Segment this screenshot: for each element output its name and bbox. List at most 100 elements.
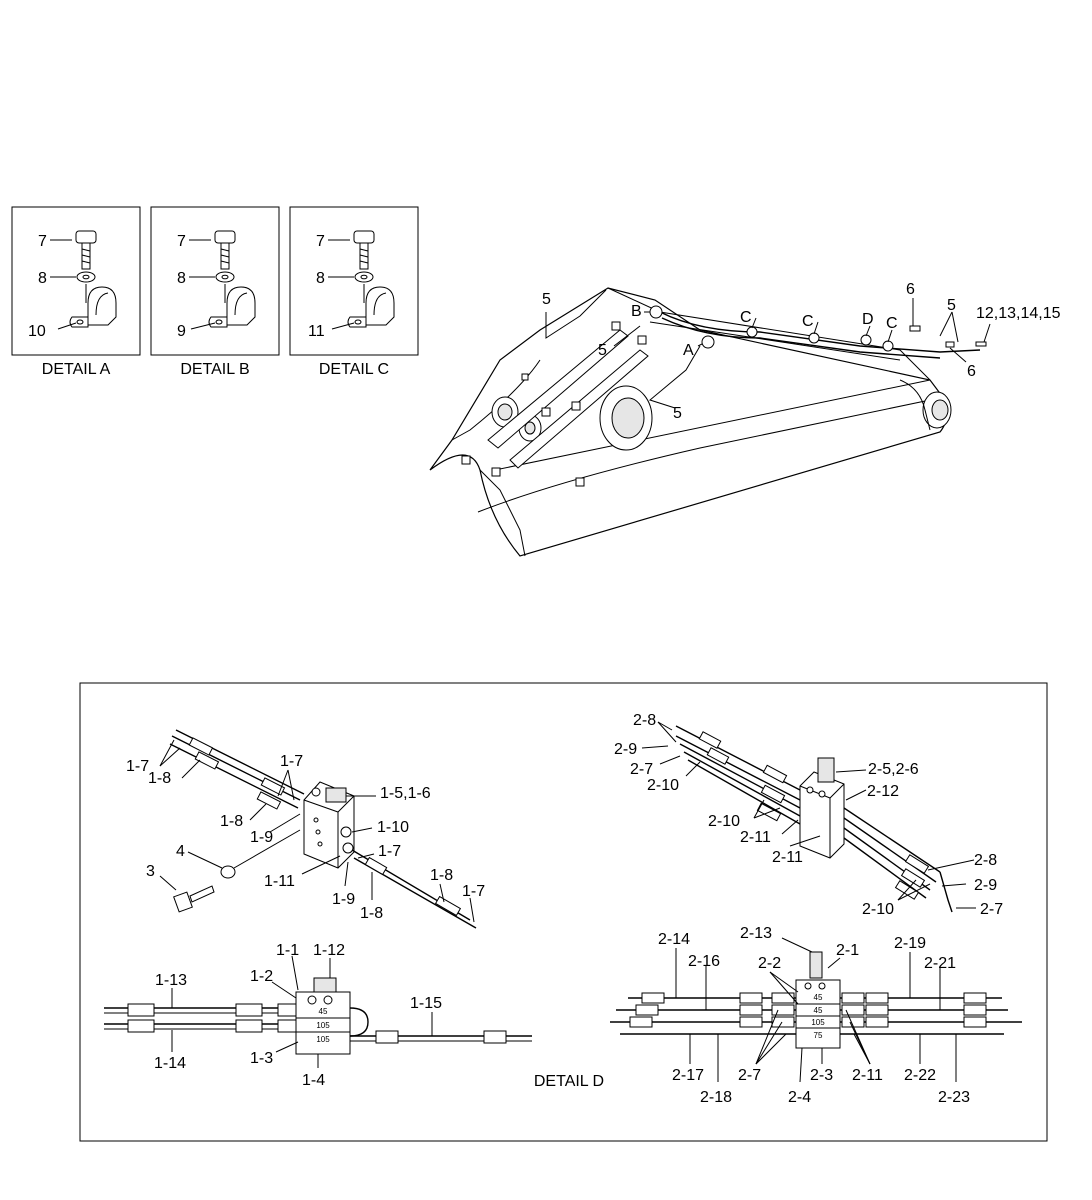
washer-icon: [354, 271, 374, 283]
solenoid: [325, 787, 347, 803]
block-mark: 45: [319, 1007, 328, 1016]
part-label: 2-19: [894, 935, 926, 952]
clamp-marker-a: [701, 335, 715, 349]
clamp-marker-d: [860, 334, 872, 346]
solenoid: [313, 977, 337, 993]
solenoid: [817, 757, 835, 783]
part-label: 1-1: [276, 942, 299, 959]
part-label: 2-23: [938, 1089, 970, 1106]
part-label: 1-4: [302, 1072, 325, 1089]
part-label: 1-8: [430, 867, 453, 884]
part-label: 3: [146, 863, 155, 880]
part-label: 1-7: [462, 883, 485, 900]
block-mark: 45: [814, 993, 823, 1002]
detail-d-valve2-iso: 2-8 2-9 2-7 2-10 2-5,2-6 2-12 2-10 2-11 …: [614, 712, 1003, 918]
part-label: 2-3: [810, 1067, 833, 1084]
detail-c: 7 8 11 DETAIL C: [289, 206, 419, 378]
block-mark: 45: [814, 1006, 823, 1015]
valve-block: [295, 991, 351, 1055]
clamp-marker-b: [649, 305, 663, 319]
part-label: 2-7: [980, 901, 1003, 918]
washer-icon: [220, 865, 236, 879]
part-label: 1-11: [264, 873, 295, 890]
detail-c-clamp-label: 11: [308, 323, 325, 340]
detail-d-frame: [79, 682, 1048, 1142]
detail-d-caption: DETAIL D: [534, 1073, 604, 1090]
boom-label: 6: [906, 281, 915, 298]
block-mark: 105: [316, 1021, 330, 1030]
bolt-icon: [75, 230, 97, 270]
detail-b-clamp-label: 9: [177, 323, 186, 340]
detail-a: 7 8 10 DETAIL A: [11, 206, 141, 378]
boom-label: 5: [598, 342, 607, 359]
boom-label: C: [802, 313, 814, 330]
part-label: 2-9: [974, 877, 997, 894]
part-label: 2-11: [852, 1067, 883, 1084]
detail-a-washer-label: 8: [38, 270, 47, 287]
part-label: 2-22: [904, 1067, 936, 1084]
bolt-icon: [214, 230, 236, 270]
part-label: 2-11: [772, 849, 803, 866]
boom-label: C: [886, 315, 898, 332]
detail-d-valve1-plan: 45 105 105 1-1 1-12 1-2 1-13 1-15 1-3 1-…: [104, 942, 532, 1089]
part-label: 2-7: [738, 1067, 761, 1084]
detail-a-bolt-label: 7: [38, 233, 47, 250]
part-label: 1-10: [377, 819, 409, 836]
part-label: 1-5,1-6: [380, 785, 431, 802]
detail-a-caption: DETAIL A: [42, 361, 111, 378]
valve-block: [795, 979, 841, 1049]
boom-label: 12,13,14,15: [976, 305, 1061, 322]
part-label: 2-2: [758, 955, 781, 972]
boom-label: 5: [542, 291, 551, 308]
clamp-icon: [347, 286, 395, 328]
part-label: 1-15: [410, 995, 442, 1012]
boom-label: B: [631, 303, 642, 320]
detail-c-caption: DETAIL C: [319, 361, 389, 378]
part-label: 2-1: [836, 942, 859, 959]
part-label: 1-14: [154, 1055, 186, 1072]
part-label: 2-7: [630, 761, 653, 778]
bolt-icon: [173, 885, 215, 913]
detail-c-washer-label: 8: [316, 270, 325, 287]
detail-a-clamp-label: 10: [28, 323, 46, 340]
part-label: 2-16: [688, 953, 720, 970]
part-label: 2-13: [740, 925, 772, 942]
part-label: 1-7: [126, 758, 149, 775]
detail-c-bolt-label: 7: [316, 233, 325, 250]
clamp-marker-c: [746, 326, 758, 338]
clamp-marker-c: [882, 340, 894, 352]
part-label: 4: [176, 843, 185, 860]
part-label: 2-8: [974, 852, 997, 869]
clamp-icon: [208, 286, 256, 328]
boom-label: 5: [673, 405, 682, 422]
washer-icon: [76, 271, 96, 283]
boom-label: D: [862, 311, 874, 328]
detail-b-bolt-label: 7: [177, 233, 186, 250]
part-label: 1-8: [148, 770, 171, 787]
part-label: 2-17: [672, 1067, 704, 1084]
block-mark: 105: [811, 1018, 825, 1027]
boom-label: C: [740, 309, 752, 326]
part-label: 2-18: [700, 1089, 732, 1106]
detail-b-washer-label: 8: [177, 270, 186, 287]
part-label: 1-8: [220, 813, 243, 830]
valve-block: [799, 771, 845, 859]
part-label: 2-21: [924, 955, 956, 972]
part-label: 2-10: [708, 813, 740, 830]
solenoid: [809, 951, 823, 979]
detail-d-valve1-iso: 1-7 1-8 1-7 1-8 1-9 1-5,1-6 1-10 1-7 1-1…: [126, 729, 485, 929]
washer-icon: [215, 271, 235, 283]
part-label: 1-12: [313, 942, 345, 959]
part-label: 2-9: [614, 741, 637, 758]
part-label: 1-7: [280, 753, 303, 770]
boom-assembly: 5 B 5 A 5 C C D C 6 5 12,13,14,15 6: [429, 281, 1061, 557]
part-label: 1-8: [360, 905, 383, 922]
clamp-marker-c: [808, 332, 820, 344]
part-label: 2-12: [867, 783, 899, 800]
boom-label: 5: [947, 297, 956, 314]
part-label: 2-8: [633, 712, 656, 729]
detail-b: 7 8 9 DETAIL B: [150, 206, 280, 378]
block-mark: 75: [814, 1031, 823, 1040]
part-label: 2-4: [788, 1089, 811, 1106]
